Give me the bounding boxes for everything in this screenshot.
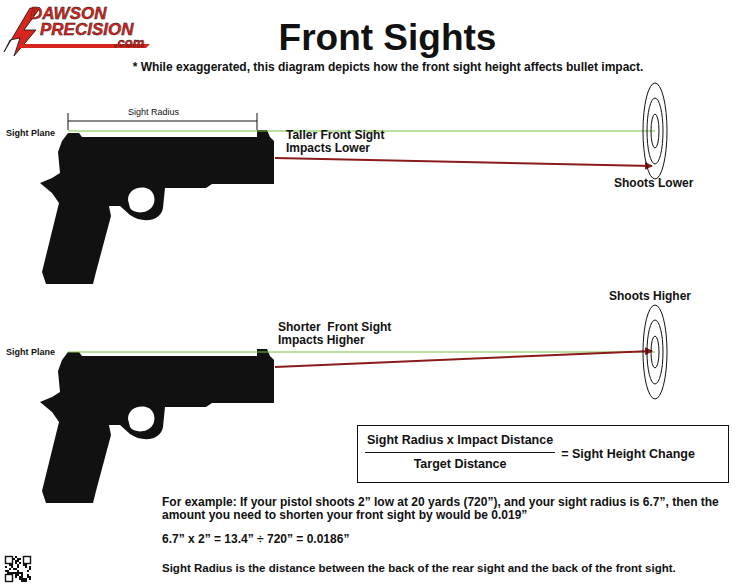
line-label: Sight Plane (6, 348, 55, 358)
formula-term: Sight Radius x Impact Distance (367, 433, 553, 447)
logo-text: .com (114, 36, 144, 50)
callout: Shorter Front Sight Impacts Higher (278, 321, 413, 347)
qr-module (21, 574, 23, 576)
qr-module (15, 560, 17, 562)
qr-module (11, 564, 13, 566)
qr-module (17, 564, 19, 566)
qr-module (25, 566, 27, 568)
qr-module (29, 566, 31, 568)
qr-module (13, 568, 15, 570)
qr-module (15, 562, 17, 564)
line-label: Sight Plane (6, 129, 55, 139)
qr-module (13, 572, 15, 574)
qr-module (25, 580, 27, 582)
qr-module (19, 576, 21, 578)
qr-finder (6, 557, 13, 564)
qr-module (17, 558, 19, 560)
definition: Sight Radius is the distance between the… (162, 562, 676, 575)
qr-module (9, 564, 11, 566)
qr-module (27, 570, 29, 572)
qr-module (21, 580, 23, 582)
qr-module (23, 564, 25, 566)
qr-module (11, 566, 13, 568)
formula-term: Target Distance (414, 457, 507, 471)
qr-module (29, 576, 31, 578)
qr-module (17, 574, 19, 576)
qr-module (19, 578, 21, 580)
pistol-silhouette (40, 349, 274, 503)
qr-module (17, 572, 19, 574)
result-label: Shoots Lower (614, 177, 693, 190)
qr-module (17, 570, 19, 572)
qr-module (17, 566, 19, 568)
qr-module (21, 572, 23, 574)
bullet-path (275, 158, 652, 166)
qr-code (5, 556, 31, 582)
qr-module (21, 578, 23, 580)
qr-module (7, 570, 9, 572)
qr-module (9, 572, 11, 574)
qr-module (29, 568, 31, 570)
qr-finder (24, 557, 31, 564)
sight-plane-line (68, 351, 655, 352)
qr-module (25, 578, 27, 580)
pistol-silhouette (40, 130, 274, 284)
dimension-label: Sight Radius (128, 108, 179, 118)
qr-module (23, 578, 25, 580)
qr-module (25, 564, 27, 566)
bullet-path (275, 351, 652, 367)
qr-module (15, 576, 17, 578)
qr-module (15, 556, 17, 558)
qr-module (9, 568, 11, 570)
result-label: Shoots Higher (609, 290, 691, 303)
qr-module (19, 572, 21, 574)
qr-module (27, 574, 29, 576)
qr-module (13, 558, 15, 560)
note: * While exaggerated, this diagram depict… (28, 61, 748, 74)
qr-module (11, 572, 13, 574)
callout: Taller Front Sight Impacts Lower (286, 129, 411, 155)
formula-result: = Sight Height Change (561, 447, 695, 461)
fraction-bar (365, 452, 555, 453)
formula-box: Sight Radius x Impact DistanceTarget Dis… (357, 425, 729, 483)
qr-module (27, 576, 29, 578)
qr-module (29, 578, 31, 580)
qr-module (21, 576, 23, 578)
target (643, 83, 667, 179)
qr-module (17, 560, 19, 562)
calculation: 6.7” x 2” = 13.4” ÷ 720” = 0.0186” (162, 533, 349, 546)
qr-module (5, 570, 7, 572)
target (643, 305, 667, 399)
example-text: For example: If your pistol shoots 2” lo… (162, 496, 747, 522)
qr-module (19, 558, 21, 560)
qr-finder (6, 575, 13, 582)
qr-module (19, 562, 21, 564)
qr-module (15, 572, 17, 574)
qr-module (15, 574, 17, 576)
qr-module (7, 572, 9, 574)
qr-module (23, 580, 25, 582)
qr-module (15, 568, 17, 570)
qr-module (5, 566, 7, 568)
